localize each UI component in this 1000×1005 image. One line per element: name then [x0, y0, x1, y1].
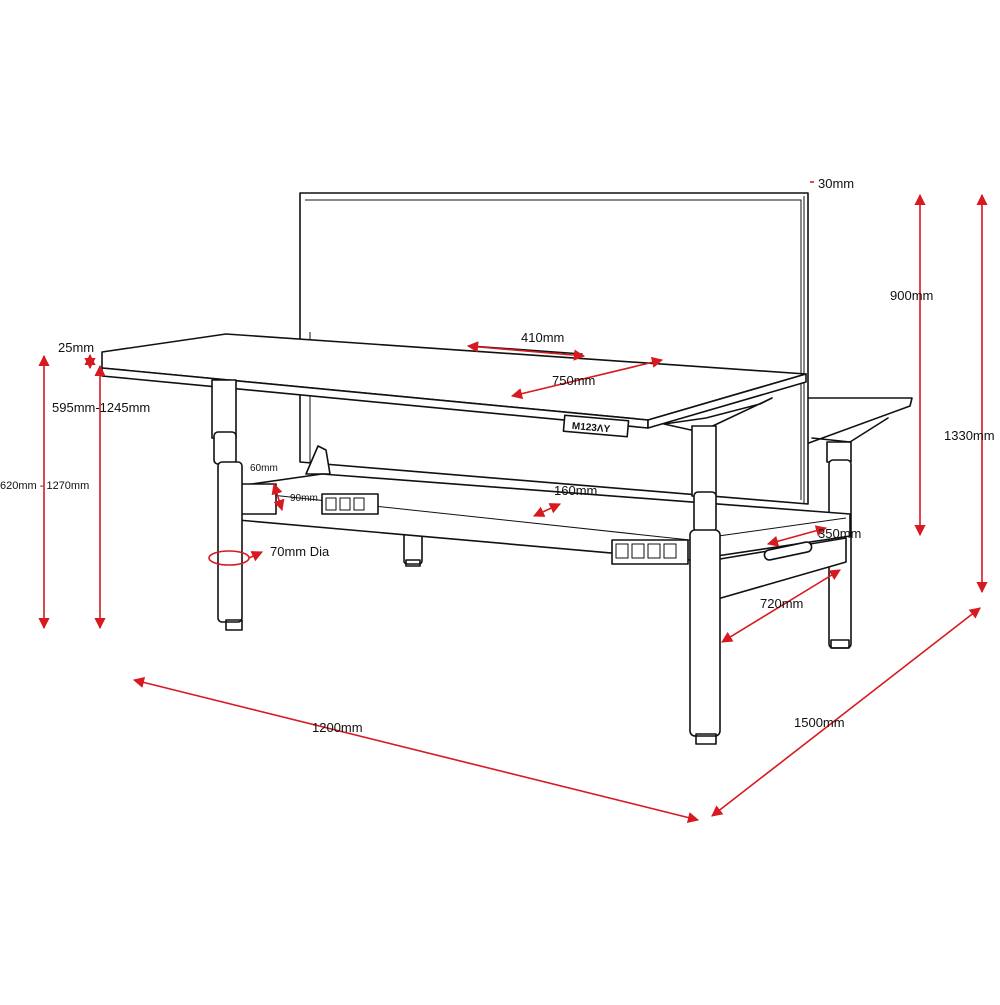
right-leg-upper [691, 425, 717, 497]
left-leg-joint [213, 431, 237, 465]
dim-beam-height [271, 482, 285, 512]
dimension-labels: 30mm 900mm 1330mm 25mm 595mm-1245mm 620m… [0, 176, 995, 735]
label-beam-height: 90mm [290, 493, 318, 504]
right-leg-lower [689, 529, 721, 737]
power-module-left [321, 493, 379, 515]
dimension-lines [38, 181, 988, 824]
left-leg-foot [225, 619, 243, 631]
label-overall-depth: 1500mm [794, 715, 845, 730]
dim-grommet [466, 341, 586, 361]
dim-depth [510, 356, 664, 400]
label-screen-height: 900mm [890, 288, 933, 303]
rear-right-leg-upper [826, 441, 852, 463]
label-foot-offset: 350mm [818, 526, 861, 541]
dim-beam-width [532, 503, 562, 517]
dim-foot-offset [766, 525, 828, 547]
label-screen-thickness: 30mm [818, 176, 854, 191]
dim-overall-depth [711, 607, 981, 817]
label-leg-diameter: 70mm Dia [270, 544, 330, 559]
left-leg-upper [211, 379, 237, 439]
power-module-right [611, 539, 689, 565]
end-bracket-left [239, 483, 277, 515]
control-panel-label: M123ΛY [571, 421, 610, 435]
label-top-thickness: 25mm [58, 340, 94, 355]
label-foot-length: 720mm [760, 596, 803, 611]
label-grommet: 410mm [521, 330, 564, 345]
dim-desk-width [132, 676, 700, 824]
screen-inner-edge [305, 199, 802, 500]
label-depth: 750mm [552, 373, 595, 388]
label-cable-tray: 60mm [250, 463, 278, 474]
label-beam-width: 160mm [554, 483, 597, 498]
label-height-top: 595mm-1245mm [52, 400, 150, 415]
rear-bracket [811, 417, 889, 443]
control-panel [562, 414, 630, 438]
label-total-height: 1330mm [944, 428, 995, 443]
label-desk-width: 1200mm [312, 720, 363, 735]
desktop-side-edge [647, 373, 807, 429]
left-leg-lower [217, 461, 243, 623]
label-height-total: 620mm - 1270mm [0, 480, 89, 492]
right-leg-joint [693, 491, 717, 533]
rear-left-foot [405, 559, 421, 567]
